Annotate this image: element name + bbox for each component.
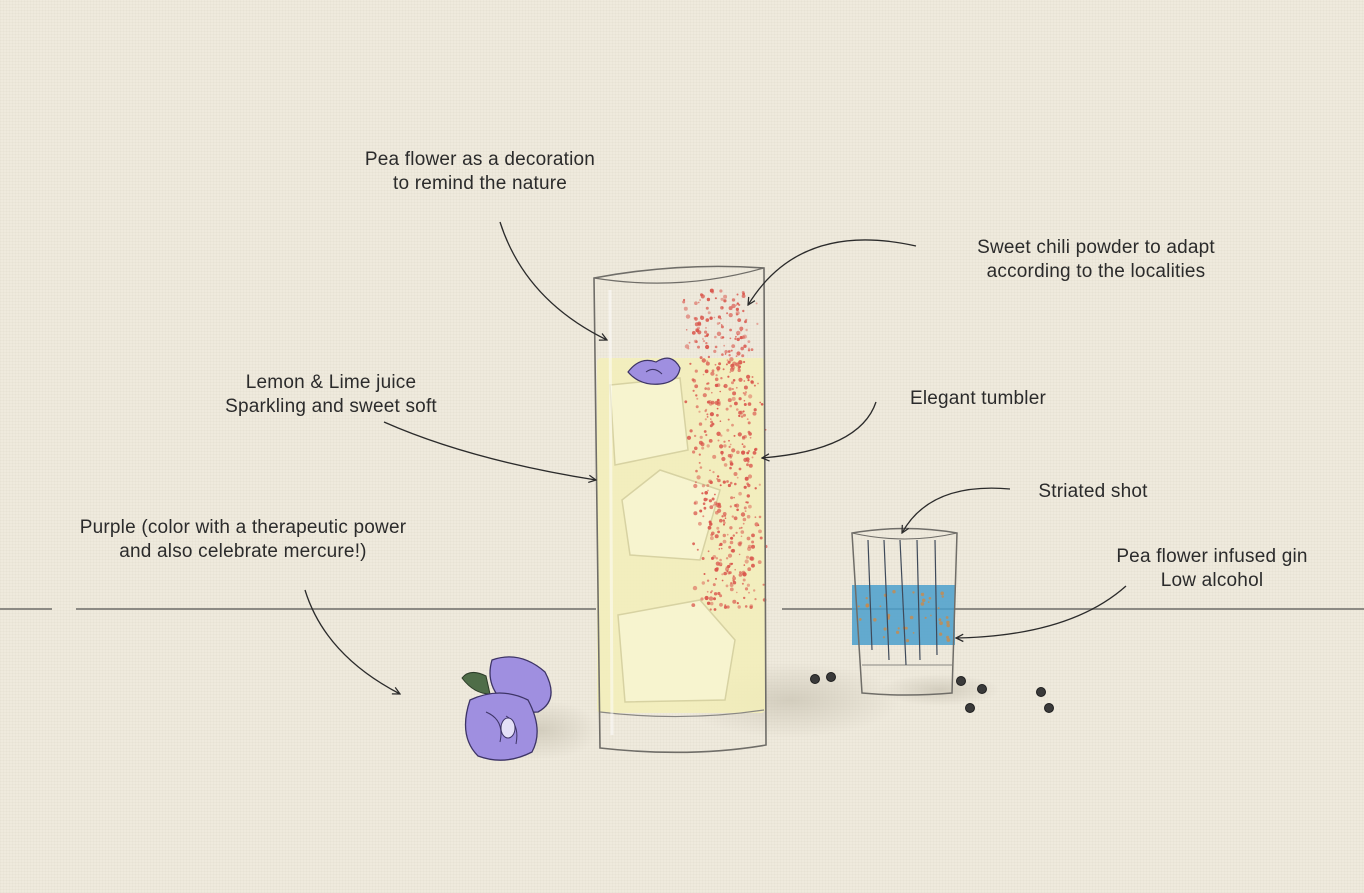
tumbler-glass [593,265,768,754]
arrow-pea-flower [499,221,607,340]
label-pea-flower-decoration: Pea flower as a decoration to remind the… [340,148,620,196]
label-line: Sparkling and sweet soft [225,396,437,417]
ice-cubes [609,377,736,703]
peppercorns [810,672,1054,713]
label-line: Pea flower infused gin [1116,546,1308,567]
label-line: Striated shot [1038,481,1148,502]
label-line: Sweet chili powder to adapt [977,237,1215,258]
shot-glass [851,527,958,696]
label-line: and also celebrate mercure!) [119,541,367,562]
arrow-striated-shot [902,487,1011,533]
label-line: Purple (color with a therapeutic power [79,517,407,538]
annotation-arrows [304,221,1127,694]
arrow-tumbler [762,401,877,458]
label-juice: Lemon & Lime juice Sparkling and sweet s… [196,371,466,419]
label-line: according to the localities [986,261,1206,282]
label-line: Pea flower as a decoration [364,149,596,170]
label-line: Low alcohol [1160,570,1264,591]
label-gin: Pea flower infused gin Low alcohol [1095,545,1329,593]
label-line: to remind the nature [392,173,568,194]
arrow-juice [383,421,596,480]
label-line: Elegant tumbler [909,388,1047,409]
label-tumbler: Elegant tumbler [888,387,1068,411]
label-chili-powder: Sweet chili powder to adapt according to… [946,236,1246,284]
gin-specks [857,590,951,643]
label-line: Lemon & Lime juice [245,372,417,393]
arrow-chili [748,239,917,305]
pea-flower-garnish [627,357,681,385]
chili-powder [682,288,768,611]
label-striated-shot: Striated shot [1022,480,1164,504]
arrow-gin [956,585,1127,638]
pea-flower [461,656,552,761]
arrow-purple [304,589,400,694]
label-purple: Purple (color with a therapeutic power a… [40,516,446,564]
